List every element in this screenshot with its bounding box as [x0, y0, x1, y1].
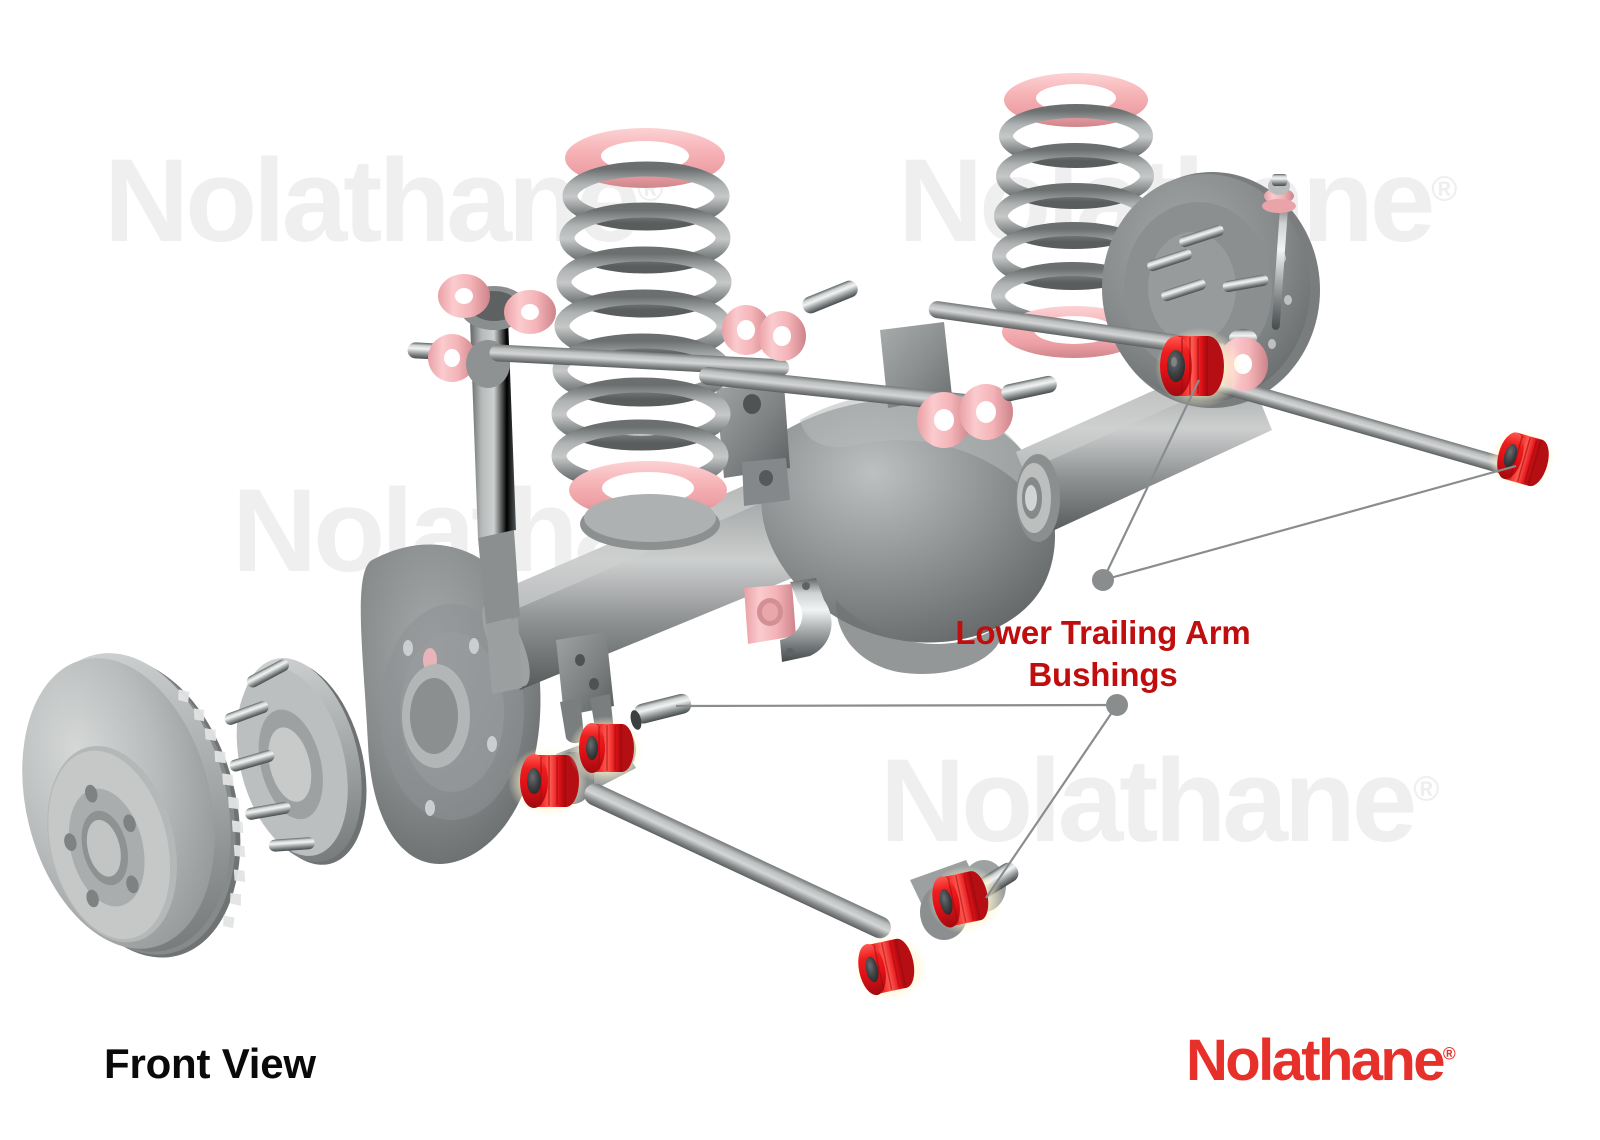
- registered-mark-icon: ®: [1442, 1043, 1456, 1064]
- rotor-lug-holes: [64, 784, 139, 908]
- shock-eye-bushing-upper: [438, 274, 556, 334]
- callout-label: Lower Trailing Arm Bushings: [938, 612, 1268, 695]
- coil-spring-left: [551, 128, 732, 550]
- lower-arm-outer-bushing-upper: [928, 866, 1004, 934]
- brand-name: Nolathane: [1186, 1028, 1445, 1093]
- view-label: Front View: [104, 1040, 316, 1087]
- wheel-hub: [224, 658, 367, 865]
- lower-trailing-arm: [508, 693, 1019, 1002]
- pinion-flange: [1016, 454, 1060, 542]
- crush-tube-inner: [630, 693, 692, 730]
- shock-absorber: [407, 274, 556, 694]
- lower-arm-inner-bushing: [508, 746, 588, 818]
- sway-bar-d-bushing: [744, 578, 832, 662]
- spring-seat-bracket: [716, 322, 952, 506]
- callout-line-2: Bushings: [1028, 655, 1178, 693]
- upper-trailing-arm-left: [489, 280, 858, 377]
- upper-arm-outer-bushing: [1488, 429, 1556, 489]
- differential-housing: [761, 352, 1272, 674]
- sway-bar-strap: [780, 578, 832, 662]
- callout-leader-lines: [675, 379, 1517, 899]
- brake-rotor: [22, 653, 246, 958]
- upper-arm-bushing-left-inner: [722, 305, 806, 361]
- lower-arm-inner-bushing-upper: [568, 716, 644, 784]
- upper-trailing-arm-right: [928, 301, 1556, 489]
- upper-arm-inner-bushing: [1155, 328, 1243, 408]
- callout-line-1: Lower Trailing Arm: [955, 614, 1251, 651]
- lower-arm-outer-bushing: [852, 934, 928, 1002]
- shock-side-bushing: [407, 334, 510, 388]
- backing-plate-fasteners: [1147, 225, 1269, 302]
- watermark-bottom-right: Nolathane®: [880, 735, 1440, 867]
- upper-trailing-arm-left-lower: [699, 366, 1057, 448]
- wheel-studs: [224, 659, 315, 852]
- upper-arm-bushing-diff-end: [917, 384, 1013, 448]
- callout-leader-dots: [1092, 569, 1128, 716]
- nolathane-logo: Nolathane®: [1186, 1032, 1456, 1090]
